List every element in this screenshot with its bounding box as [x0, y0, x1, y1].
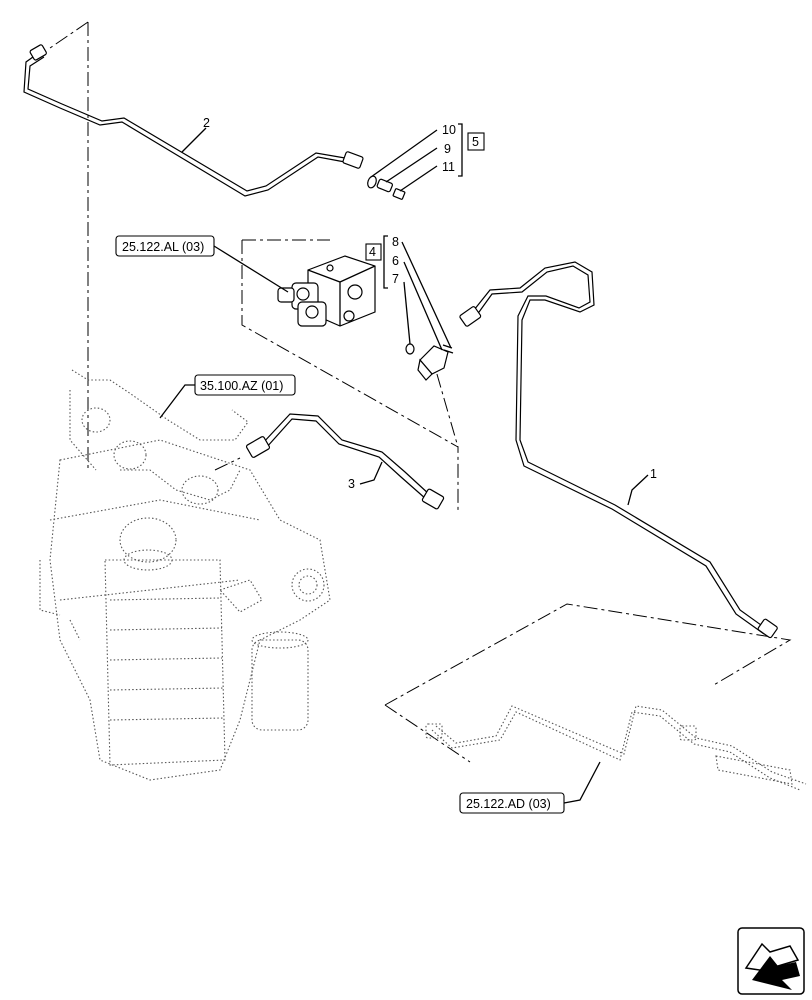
callout-5: 5	[472, 135, 479, 149]
o-ring-10	[367, 175, 377, 189]
reference-ad-label: 25.122.AD (03)	[466, 797, 551, 811]
engine-phantom	[39, 369, 331, 781]
callout-3: 3	[348, 477, 355, 491]
adapter-9	[376, 178, 393, 193]
callout-6: 6	[392, 254, 399, 268]
elbow-fitting[interactable]	[405, 343, 454, 381]
reference-35-100-az[interactable]: 35.100.AZ (01)	[159, 374, 296, 419]
leader-2	[181, 127, 207, 153]
callout-8: 8	[392, 235, 399, 249]
pipe-2-end-fitting	[29, 44, 47, 61]
pipe-2[interactable]	[23, 44, 364, 197]
pipe-1-nut-bottom	[757, 618, 778, 639]
pipe-1[interactable]	[459, 261, 778, 639]
leaders-9-10-11	[370, 123, 463, 192]
leaders-6-7-8	[383, 235, 452, 351]
callout-4-box	[365, 243, 382, 261]
seal-11	[392, 188, 406, 200]
reference-al-label: 25.122.AL (03)	[122, 240, 204, 254]
callout-1: 1	[650, 467, 657, 481]
callout-5-box	[467, 132, 485, 151]
reference-25-122-ad[interactable]: 25.122.AD (03)	[459, 761, 601, 814]
callout-11: 11	[442, 160, 455, 174]
callout-4: 4	[369, 245, 376, 259]
o-ring-7	[405, 343, 415, 355]
pipe-3-nut-left	[245, 436, 271, 458]
pipe-1-nut-top	[459, 306, 482, 327]
valve-block[interactable]	[277, 255, 376, 327]
fitting-parts-9-10-11	[367, 175, 406, 200]
alignment-lines	[49, 21, 792, 763]
callout-9: 9	[444, 142, 451, 156]
callout-10: 10	[442, 123, 456, 137]
pipe-ad-phantom	[425, 705, 807, 791]
pipe-3-nut-right	[421, 488, 445, 510]
navigation-arrow-icon[interactable]	[737, 927, 805, 995]
callout-7: 7	[392, 272, 399, 286]
callout-2: 2	[203, 116, 210, 130]
pipe-3[interactable]	[245, 413, 445, 510]
leader-3	[359, 461, 383, 485]
pipe-2-nut	[342, 151, 364, 169]
reference-25-122-al[interactable]: 25.122.AL (03)	[115, 235, 289, 293]
reference-az-label: 35.100.AZ (01)	[200, 379, 283, 393]
leader-1	[627, 474, 649, 506]
